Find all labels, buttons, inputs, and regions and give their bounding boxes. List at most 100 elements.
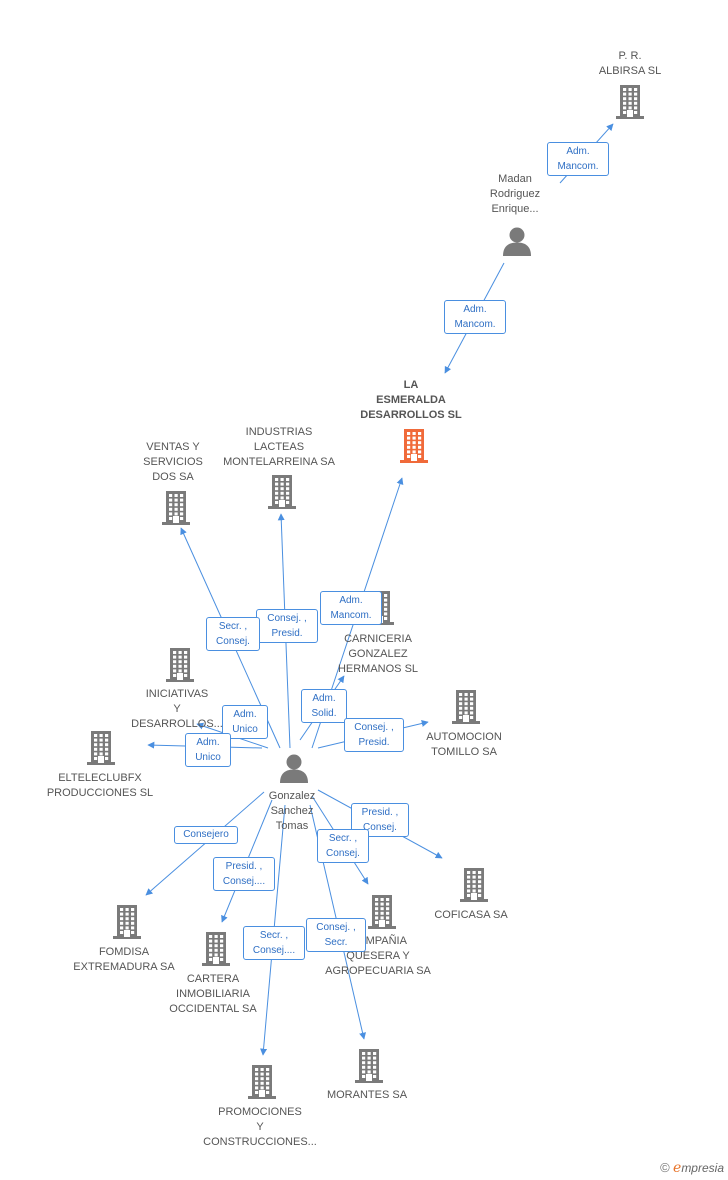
building-icon [202, 932, 230, 966]
node-label-line: FOMDISA [98, 946, 150, 958]
relation-label-line: Adm. [196, 737, 220, 748]
node-label-line: TOMILLO SA [431, 746, 497, 758]
copyright-symbol: © [660, 1160, 670, 1175]
relation-label[interactable]: Consej. ,Secr. [306, 918, 366, 952]
relation-label-line: Presid. [358, 737, 390, 748]
relation-label-line: Adm. [566, 146, 590, 157]
node-label-line: Madan [498, 173, 532, 185]
relation-label-line: Consejero [183, 829, 229, 840]
relation-label-line: Adm. [312, 693, 336, 704]
person-icon [503, 227, 531, 256]
relation-label[interactable]: Secr. , Consej. [317, 829, 369, 863]
relation-label-line: Secr. , [328, 833, 358, 844]
node-label-line: Sanchez [270, 805, 314, 817]
relation-label[interactable]: Adm. Unico [222, 705, 268, 739]
node-label-automocion[interactable]: AUTOMOCION TOMILLO SA [426, 730, 502, 760]
relation-label[interactable]: Secr. ,Consej. [206, 617, 260, 651]
node-label-line: Rodriguez [489, 188, 541, 200]
building-icon [616, 85, 644, 119]
relation-label[interactable]: Consej. , Presid. [344, 718, 404, 752]
node-label-line: ELTELECLUBFX [58, 772, 142, 784]
node-label-line: Tomas [275, 820, 309, 832]
brand-e-logo: e [673, 1160, 682, 1176]
relation-label-line: Presid. [271, 628, 303, 639]
building-icon [166, 648, 194, 682]
building-icon [248, 1065, 276, 1099]
node-label-line: ALBIRSA SL [598, 65, 662, 77]
relation-label-line: Consej. , [267, 613, 307, 624]
node-label-line: AGROPECUARIA SA [325, 965, 431, 977]
node-label-line: CARTERA [186, 973, 240, 985]
relation-label-line: Consej.... [252, 945, 296, 956]
building-icon [460, 868, 488, 902]
relation-label-line: Unico [232, 724, 258, 735]
node-label-elteleclub[interactable]: ELTELECLUBFX PRODUCCIONES SL [47, 771, 153, 801]
node-label-line: PROMOCIONES [218, 1106, 302, 1118]
node-label-line: VENTAS Y [146, 441, 200, 453]
relation-label-line: Adm. [233, 709, 257, 720]
relation-label-line: Consej. [216, 636, 250, 647]
relation-label[interactable]: Adm.Mancom. [320, 591, 382, 625]
node-label-line: CARNICERIA [344, 633, 412, 645]
node-label-line: P. R. [618, 50, 642, 62]
node-label-line: GONZALEZ [348, 648, 408, 660]
relation-label[interactable]: Adm.Mancom. [547, 142, 609, 176]
relation-label-line: Solid. [311, 708, 337, 719]
node-label-fomdisa[interactable]: FOMDISA EXTREMADURA SA [73, 945, 174, 975]
relation-label[interactable]: Adm.Unico [185, 733, 231, 767]
node-label-line: Enrique... [491, 203, 539, 215]
relation-label-line: Secr. , [259, 930, 289, 941]
node-label-line: Y [173, 703, 181, 715]
node-label-line: DESARROLLOS... [131, 718, 223, 730]
building-icon [87, 731, 115, 765]
node-label-line: HERMANOS SL [337, 663, 419, 675]
node-label-line: SERVICIOS [143, 456, 203, 468]
relation-label[interactable]: Secr. , Consej.... [243, 926, 305, 960]
relation-label[interactable]: Adm. Mancom. [444, 300, 506, 334]
node-label-line: INDUSTRIAS [245, 426, 313, 438]
relation-label-line: Consej. , [316, 922, 356, 933]
node-label-line: PRODUCCIONES SL [46, 787, 154, 799]
relation-label[interactable]: Consejero [174, 826, 238, 844]
footer-brand: © empresia [660, 1160, 724, 1176]
node-label-line: Y [256, 1121, 264, 1133]
building-icon [452, 690, 480, 724]
node-label-line: DESARROLLOS SL [360, 409, 462, 421]
node-label-line: AUTOMOCION [426, 731, 502, 743]
building-icon [368, 895, 396, 929]
node-label-line: MORANTES SA [326, 1089, 408, 1101]
node-label-line: Gonzalez [268, 790, 316, 802]
node-label-morantes[interactable]: MORANTES SA [327, 1088, 407, 1103]
node-label-line: COFICASA SA [434, 909, 508, 921]
relation-label[interactable]: Presid. ,Consej.... [213, 857, 275, 891]
relation-label-line: Mancom. [454, 319, 496, 330]
node-label-line: INICIATIVAS [145, 688, 209, 700]
relation-label-line: Consej.... [222, 876, 266, 887]
relation-label-line: Consej. [363, 822, 397, 833]
node-label-line: CONSTRUCCIONES... [203, 1136, 317, 1148]
node-label-coficasa[interactable]: COFICASA SA [434, 908, 507, 923]
node-label-carniceria[interactable]: CARNICERIA GONZALEZ HERMANOS SL [338, 632, 418, 677]
node-label-albirsa[interactable]: P. R. ALBIRSA SL [599, 49, 661, 79]
relation-label[interactable]: Consej. , Presid. [256, 609, 318, 643]
node-label-industrias[interactable]: INDUSTRIAS LACTEAS MONTELARREINA SA [223, 425, 335, 470]
node-label-iniciativas[interactable]: INICIATIVAS Y DESARROLLOS... [131, 687, 223, 732]
node-label-line: QUESERA Y [346, 950, 410, 962]
node-label-line: EXTREMADURA SA [73, 961, 175, 973]
relation-label-line: Mancom. [330, 610, 372, 621]
node-label-line: MONTELARREINA SA [223, 456, 335, 468]
relation-label-line: Consej. [326, 848, 360, 859]
node-label-promociones[interactable]: PROMOCIONES Y CONSTRUCCIONES... [203, 1105, 317, 1150]
relation-label-line: Consej. , [354, 722, 394, 733]
building-icon [355, 1049, 383, 1083]
person-icon [280, 754, 308, 783]
relation-label-line: Adm. [463, 304, 487, 315]
node-label-line: LACTEAS [253, 441, 305, 453]
relation-label[interactable]: Adm. Solid. [301, 689, 347, 723]
